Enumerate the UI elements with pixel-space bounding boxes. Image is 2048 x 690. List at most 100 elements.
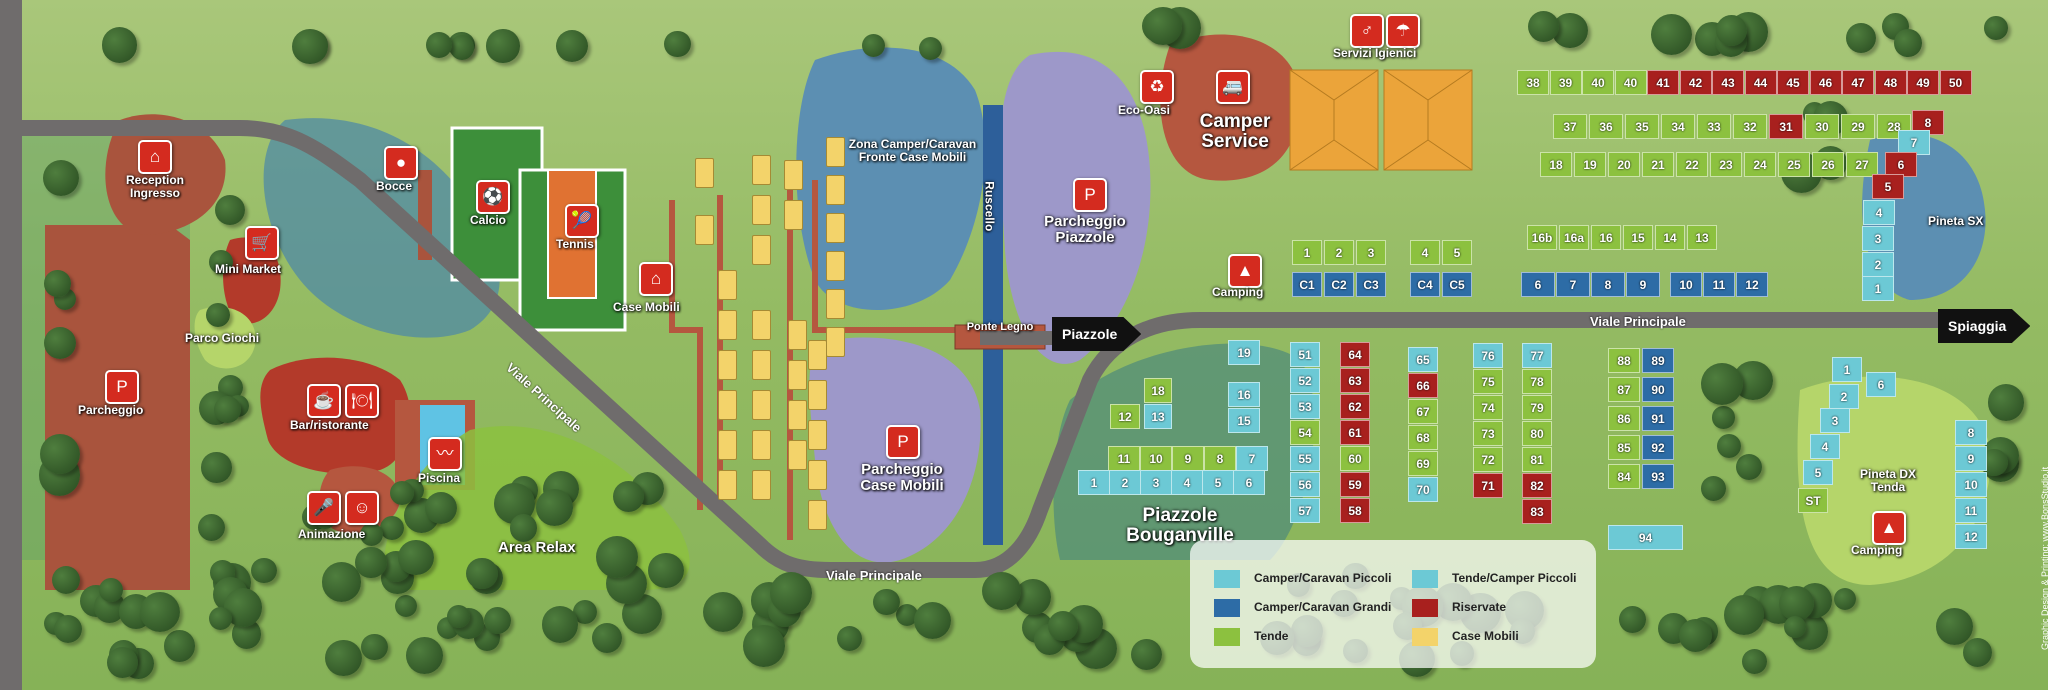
parcheggio-case-mobili-label: Parcheggio Case Mobili bbox=[860, 461, 944, 494]
tree bbox=[596, 536, 639, 579]
tree bbox=[1015, 579, 1051, 615]
tree bbox=[1651, 13, 1693, 55]
pitch: 62 bbox=[1340, 394, 1370, 419]
pitch: 80 bbox=[1522, 421, 1552, 446]
tree bbox=[389, 480, 414, 506]
tree bbox=[535, 488, 574, 527]
mobile-home bbox=[695, 215, 714, 245]
mobile-home bbox=[808, 500, 827, 530]
tree bbox=[425, 492, 458, 524]
tree bbox=[541, 606, 579, 643]
pitch: 44 bbox=[1744, 70, 1777, 95]
mobile-home bbox=[788, 360, 807, 390]
pitch: 40 bbox=[1582, 70, 1614, 95]
tree bbox=[769, 572, 812, 614]
tree bbox=[1712, 406, 1735, 429]
pitch: 81 bbox=[1522, 447, 1552, 472]
pitch: 2 bbox=[1324, 240, 1354, 265]
tree bbox=[213, 396, 241, 424]
viale-principale-bottom: Viale Principale bbox=[826, 568, 922, 583]
ruscello-label: Ruscello bbox=[982, 181, 997, 232]
tree bbox=[106, 646, 138, 678]
recycle-icon: ♻ bbox=[1140, 70, 1174, 104]
mobile-home bbox=[826, 289, 845, 319]
pitch: 9 bbox=[1955, 446, 1987, 471]
legend-label: Camper/Caravan Piccoli bbox=[1254, 571, 1392, 586]
pitch: 56 bbox=[1290, 472, 1320, 497]
pitch: 36 bbox=[1589, 114, 1623, 139]
pineta-sx-label: Pineta SX bbox=[1928, 214, 1984, 228]
tree bbox=[44, 270, 71, 297]
mobile-home bbox=[752, 350, 771, 380]
pitch: 13 bbox=[1687, 225, 1717, 250]
pitch: 18 bbox=[1540, 152, 1572, 177]
parco-giochi-label: Parco Giochi bbox=[185, 331, 260, 345]
legend-item-camper-grandi: Camper/Caravan Grandi bbox=[1214, 599, 1391, 617]
pitch: 21 bbox=[1642, 152, 1674, 177]
pitch: 23 bbox=[1710, 152, 1742, 177]
tree bbox=[450, 35, 475, 60]
pitch: 9 bbox=[1172, 446, 1204, 471]
pitch: 4 bbox=[1171, 470, 1203, 495]
pitch: 87 bbox=[1608, 377, 1640, 402]
mobile-home bbox=[718, 390, 737, 420]
legend-item-camper-piccoli: Camper/Caravan Piccoli bbox=[1214, 570, 1391, 588]
tree bbox=[742, 624, 785, 667]
tree bbox=[466, 558, 498, 590]
mobile-home bbox=[752, 195, 771, 225]
tree bbox=[215, 194, 246, 225]
pitch: 5 bbox=[1442, 240, 1472, 265]
tree bbox=[510, 514, 538, 542]
legend-label: Camper/Caravan Grandi bbox=[1254, 600, 1392, 615]
mobile-home bbox=[752, 470, 771, 500]
coffee-icon: ☕ bbox=[307, 384, 341, 418]
pitch: 93 bbox=[1642, 464, 1674, 489]
pitch: 8 bbox=[1955, 420, 1987, 445]
tree bbox=[206, 303, 230, 327]
pitch: 60 bbox=[1340, 446, 1370, 471]
tree bbox=[53, 615, 83, 644]
mobile-home bbox=[826, 213, 845, 243]
reception-label: Reception Ingresso bbox=[125, 173, 184, 200]
tree bbox=[612, 480, 644, 512]
case-mobili-label: Case Mobili bbox=[613, 300, 680, 314]
pitch: 19 bbox=[1574, 152, 1606, 177]
tree bbox=[486, 29, 520, 63]
pitch: 72 bbox=[1473, 447, 1503, 472]
pitch: 67 bbox=[1408, 399, 1438, 424]
mini-market-label: Mini Market bbox=[215, 262, 282, 276]
legend-swatch bbox=[1412, 599, 1438, 617]
tree bbox=[556, 29, 588, 62]
pitch: 85 bbox=[1608, 435, 1640, 460]
zona-camper-label: Zona Camper/Caravan Fronte Case Mobili bbox=[848, 137, 977, 164]
pitch: 9 bbox=[1626, 272, 1660, 297]
pitch: 6 bbox=[1866, 372, 1896, 397]
pitch: 47 bbox=[1842, 70, 1874, 95]
legend-label: Riservate bbox=[1452, 600, 1507, 615]
reception-area bbox=[105, 114, 226, 235]
pitch: 11 bbox=[1108, 446, 1140, 471]
pitch: 63 bbox=[1340, 368, 1370, 393]
tree bbox=[99, 577, 123, 602]
pitch: 39 bbox=[1549, 70, 1582, 95]
pitch: 10 bbox=[1140, 446, 1172, 471]
pitch: 3 bbox=[1820, 408, 1850, 433]
mobile-home bbox=[808, 380, 827, 410]
pitch: 12 bbox=[1110, 404, 1140, 429]
mobile-home bbox=[808, 460, 827, 490]
pitch: 5 bbox=[1872, 174, 1904, 199]
pitch: 88 bbox=[1608, 348, 1640, 373]
tree bbox=[324, 639, 362, 677]
parking-bus-icon-2: P bbox=[886, 425, 920, 459]
pitch: 61 bbox=[1340, 420, 1370, 445]
pitch: 86 bbox=[1608, 406, 1640, 431]
viale-principale-right: Viale Principale bbox=[1590, 314, 1686, 329]
microphone-icon: 🎤 bbox=[307, 491, 341, 525]
animazione-label: Animazione bbox=[298, 527, 366, 541]
mobile-home bbox=[695, 158, 714, 188]
pitch: 65 bbox=[1408, 347, 1438, 372]
mobile-home bbox=[718, 270, 737, 300]
pitch: C3 bbox=[1356, 272, 1386, 297]
tree bbox=[895, 604, 918, 627]
